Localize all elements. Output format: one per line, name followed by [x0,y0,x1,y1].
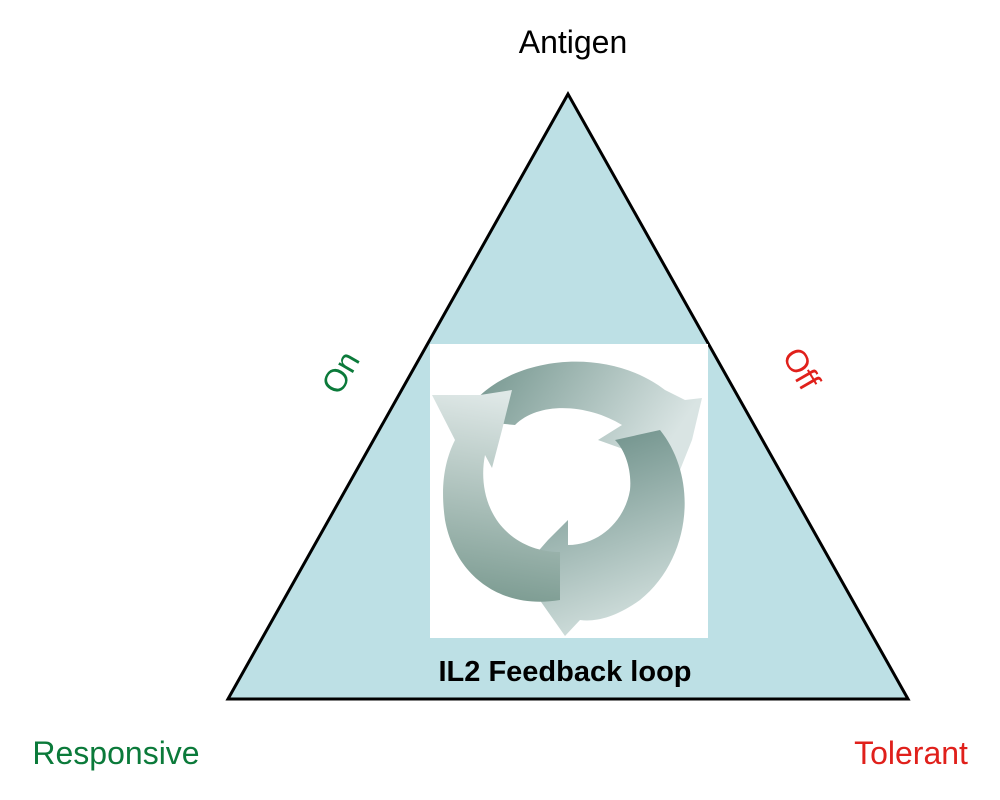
label-responsive: Responsive [32,735,199,771]
cycle-arrows-icon [432,361,702,636]
label-antigen: Antigen [519,24,628,60]
label-on: On [314,345,367,400]
label-il2-feedback-loop: IL2 Feedback loop [439,656,692,688]
label-tolerant: Tolerant [854,735,968,771]
label-off: Off [775,341,827,396]
cycle-arrow-bottom [520,430,685,636]
cycle-arrow-left [432,390,560,602]
